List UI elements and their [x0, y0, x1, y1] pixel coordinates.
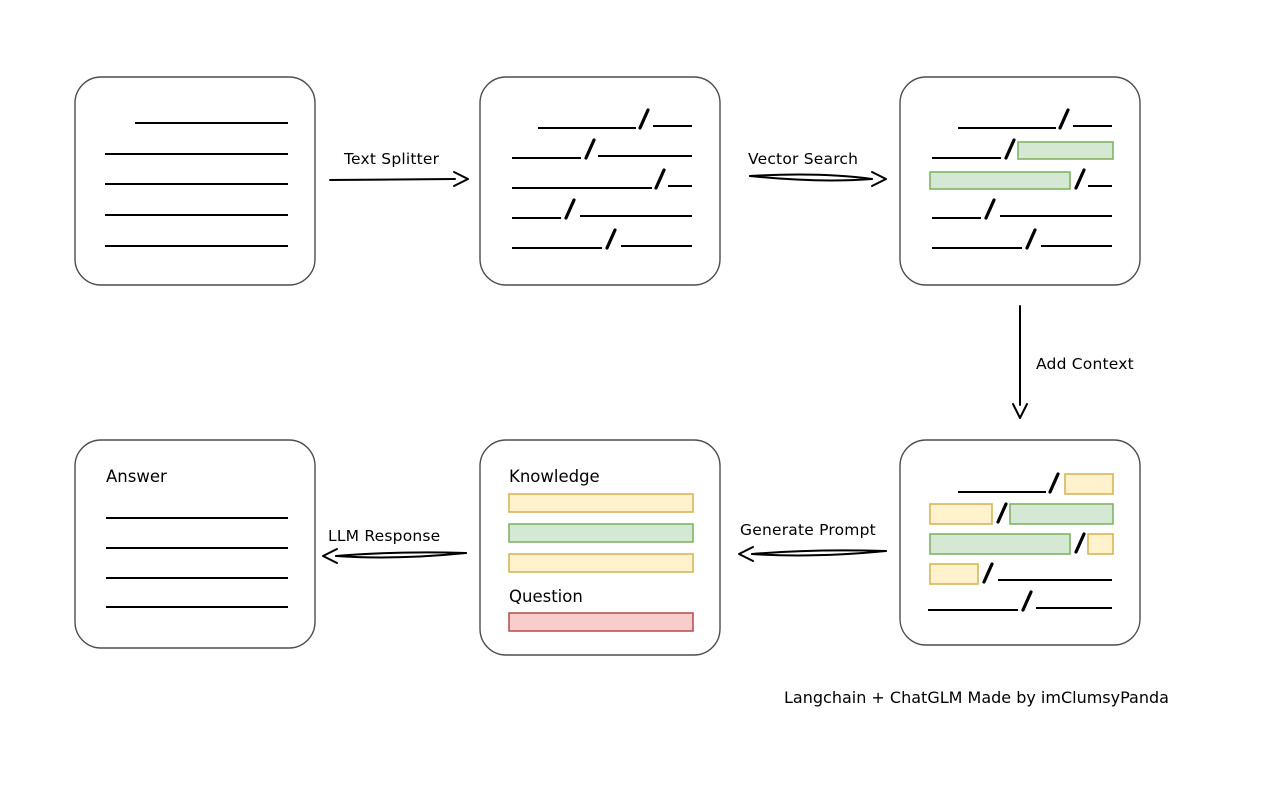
edge-llm-response[interactable]: LLM Response — [322, 527, 467, 564]
footer-credit: Langchain + ChatGLM Made by imClumsyPand… — [784, 688, 1169, 707]
prompt-knowledge-row-1 — [508, 493, 694, 513]
prompt-question-rows — [508, 612, 694, 632]
prompt-question-heading: Question — [509, 587, 583, 606]
node-split-chunks[interactable] — [479, 76, 721, 286]
context-chunk-green-2 — [929, 533, 1071, 555]
split-chunks-lines — [512, 108, 692, 250]
matched-chunk-green-2 — [929, 171, 1071, 190]
node-answer[interactable]: Answer — [74, 439, 316, 649]
answer-heading: Answer — [106, 467, 167, 486]
edge-vector-search[interactable]: Vector Search — [748, 150, 887, 187]
edge-add-context[interactable]: Add Context — [1012, 305, 1134, 419]
context-chunk-yellow-4 — [929, 563, 979, 585]
node-source-document[interactable] — [74, 76, 316, 286]
context-chunks-lines — [928, 472, 1114, 612]
context-chunk-yellow-3 — [1087, 533, 1114, 555]
node-matched-chunks[interactable] — [899, 76, 1141, 286]
context-chunk-yellow-1 — [1064, 473, 1114, 495]
context-chunk-yellow-2 — [929, 503, 993, 525]
prompt-knowledge-row-2 — [508, 523, 694, 543]
context-chunk-green-1 — [1009, 503, 1114, 525]
node-context-chunks[interactable] — [899, 439, 1141, 646]
matched-chunks-lines — [929, 108, 1114, 250]
matched-chunk-green-1 — [1017, 141, 1114, 160]
node-prompt[interactable]: Knowledge Question — [479, 439, 721, 656]
edge-label-text-splitter: Text Splitter — [343, 150, 440, 168]
edge-label-llm-response: LLM Response — [328, 527, 440, 545]
edge-label-vector-search: Vector Search — [748, 150, 858, 168]
prompt-question-row-1 — [508, 612, 694, 632]
edge-label-add-context: Add Context — [1036, 355, 1134, 373]
prompt-knowledge-heading: Knowledge — [509, 467, 600, 486]
prompt-knowledge-row-3 — [508, 553, 694, 573]
answer-box[interactable] — [74, 439, 316, 649]
source-document-box[interactable] — [74, 76, 316, 286]
split-chunks-box[interactable] — [479, 76, 721, 286]
edge-label-generate-prompt: Generate Prompt — [740, 521, 876, 539]
prompt-knowledge-rows — [508, 493, 694, 573]
edge-generate-prompt[interactable]: Generate Prompt — [738, 521, 887, 562]
edge-text-splitter[interactable]: Text Splitter — [329, 150, 469, 187]
answer-lines — [106, 516, 288, 609]
source-document-lines — [105, 121, 288, 248]
